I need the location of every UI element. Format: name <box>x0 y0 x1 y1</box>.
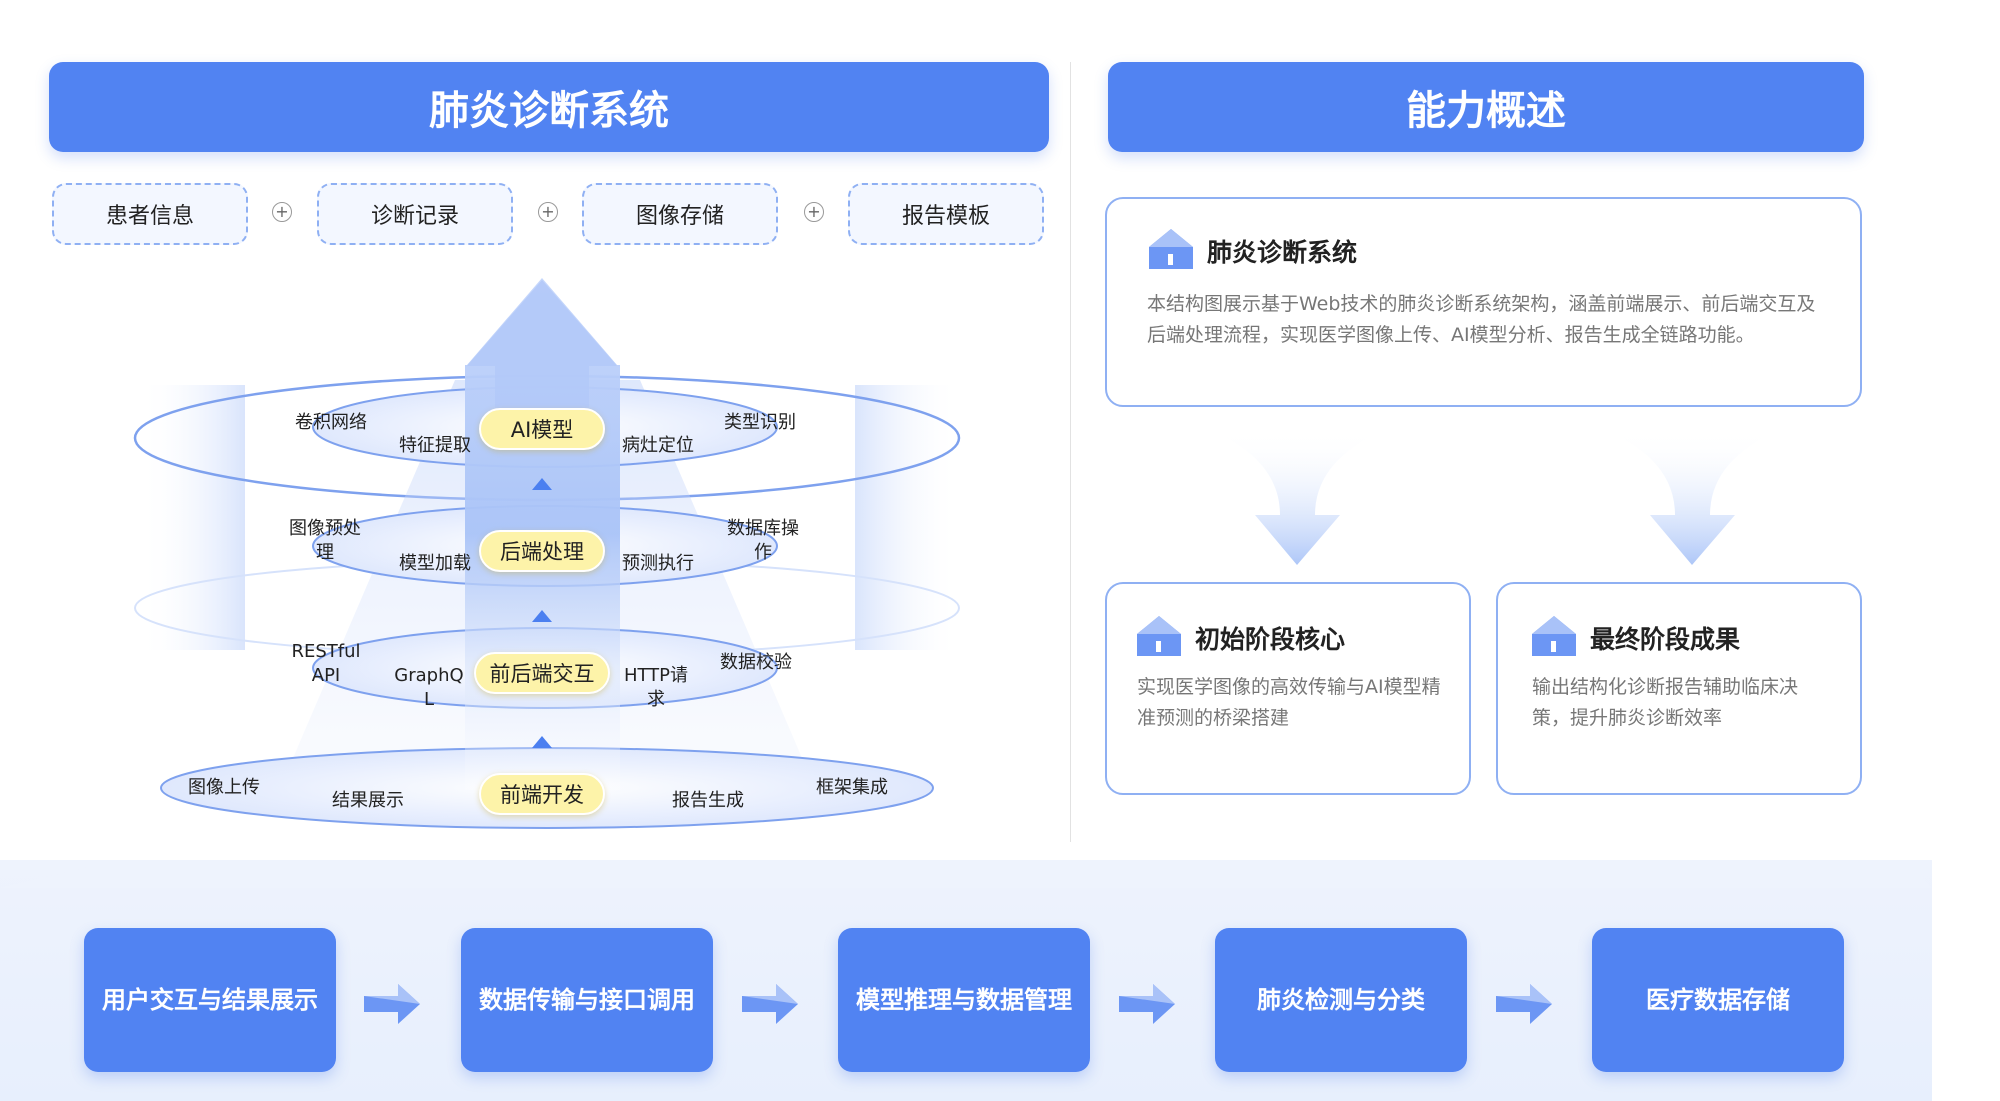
tag-label: 报告模板 <box>901 204 990 229</box>
layer-center-ai[interactable]: AI模型 <box>479 408 605 450</box>
tag-patient-info[interactable]: 患者信息 <box>52 183 248 245</box>
flow-step-3[interactable]: 模型推理与数据管理 <box>838 928 1090 1072</box>
layer-item: 类型识别 <box>724 412 796 433</box>
up-triangle-icon <box>532 736 552 748</box>
flow-step-4[interactable]: 肺炎检测与分类 <box>1215 928 1467 1072</box>
overview-card-title: 肺炎诊断系统 <box>1207 238 1358 267</box>
layer-item: GraphQ L <box>394 665 464 710</box>
overview-card: 肺炎诊断系统 本结构图展示基于Web技术的肺炎诊断系统架构，涵盖前端展示、前后端… <box>1105 197 1862 407</box>
initial-stage-card: 初始阶段核心 实现医学图像的高效传输与AI模型精准预测的桥梁搭建 <box>1105 582 1471 795</box>
left-title: 肺炎诊断系统 <box>429 88 669 134</box>
layer-item: 卷积网络 <box>295 412 367 433</box>
right-title: 能力概述 <box>1406 88 1566 134</box>
final-stage-text: 输出结构化诊断报告辅助临床决策，提升肺炎诊断效率 <box>1532 676 1799 729</box>
layer-item: 数据校验 <box>720 652 792 673</box>
house-icon <box>1149 229 1193 269</box>
flow-step-label: 医疗数据存储 <box>1646 986 1790 1014</box>
right-arrow-icon <box>1496 984 1552 1024</box>
layer-item: 结果展示 <box>332 790 404 811</box>
right-arrow-icon <box>742 984 798 1024</box>
flow-step-1[interactable]: 用户交互与结果展示 <box>84 928 336 1072</box>
tag-label: 诊断记录 <box>370 204 459 229</box>
column-divider <box>1070 62 1071 842</box>
tag-label: 患者信息 <box>105 204 194 229</box>
layer-item: 框架集成 <box>816 777 888 798</box>
tag-image-storage[interactable]: 图像存储 <box>582 183 778 245</box>
layer-item: 病灶定位 <box>622 435 694 456</box>
layer-center-label: 前后端交互 <box>489 662 595 686</box>
layer-center-label: 后端处理 <box>500 540 584 564</box>
house-icon <box>1137 616 1181 656</box>
flow-step-5[interactable]: 医疗数据存储 <box>1592 928 1844 1072</box>
initial-stage-title: 初始阶段核心 <box>1195 625 1346 654</box>
final-stage-title: 最终阶段成果 <box>1590 625 1741 654</box>
up-triangle-icon <box>532 478 552 490</box>
layer-item: 预测执行 <box>622 553 694 574</box>
layer-item: HTTP请 求 <box>623 665 689 710</box>
right-arrow-icon <box>1119 984 1175 1024</box>
layer-center-interaction[interactable]: 前后端交互 <box>474 652 610 694</box>
flow-step-label: 模型推理与数据管理 <box>856 986 1072 1014</box>
curved-down-arrow-icon <box>1605 430 1780 565</box>
plus-icon: + <box>538 202 558 222</box>
up-triangle-icon <box>532 610 552 622</box>
layer-item: 模型加载 <box>399 553 471 574</box>
layer-item: 特征提取 <box>399 435 471 456</box>
overview-card-text: 本结构图展示基于Web技术的肺炎诊断系统架构，涵盖前端展示、前后端交互及后端处理… <box>1147 293 1816 346</box>
layer-item: RESTful API <box>291 641 361 686</box>
layer-item: 报告生成 <box>672 790 744 811</box>
flow-band-top <box>0 862 1932 888</box>
layer-center-label: 前端开发 <box>500 783 584 807</box>
flow-step-label: 数据传输与接口调用 <box>479 986 695 1014</box>
curved-down-arrow-icon <box>1210 430 1385 565</box>
left-title-bar: 肺炎诊断系统 <box>49 62 1049 152</box>
right-arrow-icon <box>364 984 420 1024</box>
down-arrows <box>1210 430 1780 565</box>
initial-stage-text: 实现医学图像的高效传输与AI模型精准预测的桥梁搭建 <box>1137 676 1441 729</box>
layer-center-label: AI模型 <box>510 418 574 442</box>
flow-step-2[interactable]: 数据传输与接口调用 <box>461 928 713 1072</box>
tag-diagnosis-record[interactable]: 诊断记录 <box>317 183 513 245</box>
plus-icon: + <box>804 202 824 222</box>
layer-diagram <box>133 278 961 829</box>
layer-item: 图像上传 <box>188 777 260 798</box>
tag-label: 图像存储 <box>635 204 724 229</box>
tag-report-template[interactable]: 报告模板 <box>848 183 1044 245</box>
layer-item: 数据库操 作 <box>727 518 799 563</box>
flow-step-label: 肺炎检测与分类 <box>1257 986 1425 1014</box>
layer-center-post[interactable]: 后端处理 <box>479 530 605 572</box>
layer-item: 图像预处 理 <box>289 518 361 563</box>
layer-center-frontend[interactable]: 前端开发 <box>479 773 605 815</box>
flow-step-label: 用户交互与结果展示 <box>102 986 318 1014</box>
final-stage-card: 最终阶段成果 输出结构化诊断报告辅助临床决策，提升肺炎诊断效率 <box>1496 582 1862 795</box>
house-icon <box>1532 616 1576 656</box>
right-title-bar: 能力概述 <box>1108 62 1864 152</box>
plus-icon: + <box>272 202 292 222</box>
